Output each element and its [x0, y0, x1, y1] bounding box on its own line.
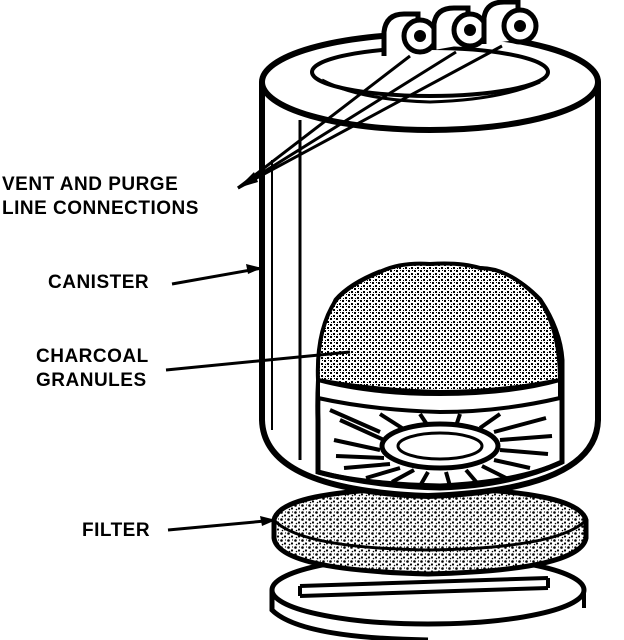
- filter-disc: [271, 485, 589, 577]
- cutaway-window: [315, 261, 565, 491]
- label-granules: GRANULES: [36, 370, 147, 391]
- leader-lines: [165, 44, 503, 532]
- bottom-cap: [269, 553, 587, 640]
- label-filter: FILTER: [82, 520, 151, 541]
- fitting-3: [481, 0, 539, 45]
- fitting-1: [381, 11, 439, 56]
- charcoal-fill: [315, 261, 563, 395]
- canister-leader: [171, 266, 263, 286]
- label-line-connections: LINE CONNECTIONS: [2, 198, 199, 219]
- support-grid: [329, 408, 553, 487]
- vent-leader-3: [237, 44, 503, 190]
- line-fittings: [381, 0, 539, 56]
- fitting-2: [431, 5, 489, 50]
- vent-leader-1: [237, 54, 411, 190]
- charcoal-leader: [165, 350, 351, 372]
- label-vent-and-purge: VENT AND PURGE: [2, 174, 179, 195]
- filter-leader: [167, 518, 277, 532]
- label-charcoal: CHARCOAL: [36, 346, 149, 367]
- label-canister: CANISTER: [48, 272, 150, 293]
- leader-arrowheads: [238, 172, 276, 526]
- vent-leader-2: [237, 50, 457, 190]
